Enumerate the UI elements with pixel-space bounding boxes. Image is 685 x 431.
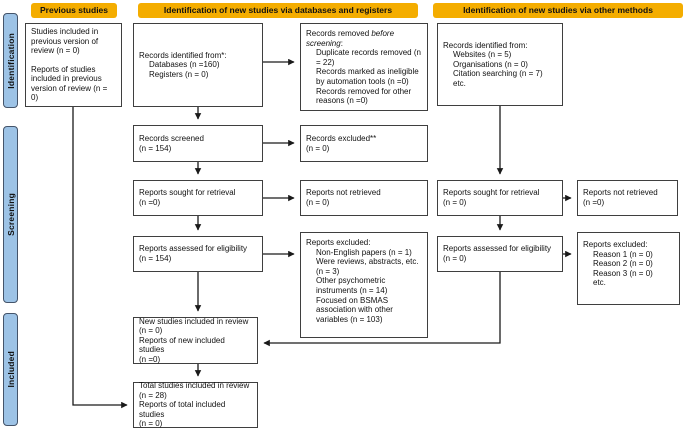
header-databases-registers: Identification of new studies via databa… <box>138 3 418 18</box>
header-label: Identification of new studies via other … <box>463 5 653 16</box>
box-line: (n =0) <box>139 198 161 207</box>
box-line: (n = 154) <box>139 143 172 153</box>
box-records-excluded: Records excluded** (n = 0) <box>300 125 428 162</box>
box-line: (n =0) <box>583 198 605 207</box>
list-item: Reason 2 (n = 0) <box>593 259 653 269</box>
box-previous-studies-included: Studies included in previous version of … <box>25 23 122 107</box>
box-records-identified-databases: Records identified from*: Databases (n =… <box>133 23 263 107</box>
box-reports-assessed-databases: Reports assessed for eligibility (n = 15… <box>133 236 263 272</box>
box-line: Reports assessed for eligibility <box>139 244 248 254</box>
box-total-studies-included: Total studies included in review (n = 28… <box>133 381 258 429</box>
arrow-previous-to-total <box>72 107 128 409</box>
box-reports-excluded-other: Reports excluded: Reason 1 (n = 0) Reaso… <box>577 232 680 305</box>
list-item: Organisations (n = 0) <box>453 59 528 69</box>
list-item: Other psychometric instruments (n = 14) <box>316 276 388 295</box>
list-item: Focused on BSMAS association with other … <box>316 295 393 324</box>
list-item: Registers (n = 0) <box>149 69 209 79</box>
header-label: Previous studies <box>39 5 109 16</box>
phase-tab-screening: Screening <box>3 126 18 303</box>
header-other-methods: Identification of new studies via other … <box>433 3 683 18</box>
box-line: (n = 0) <box>443 254 467 263</box>
box-reports-sought-other: Reports sought for retrieval (n = 0) <box>437 180 563 216</box>
box-records-identified-other: Records identified from: Websites (n = 5… <box>437 23 563 106</box>
box-line: (n =0) <box>139 354 161 364</box>
paragraph: Studies included in previous version of … <box>31 27 99 56</box>
heading-text: Records removed <box>306 29 372 38</box>
box-line: New studies included in review <box>139 316 249 326</box>
header-previous-studies: Previous studies <box>31 3 117 18</box>
paragraph: Reports of studies included in previous … <box>31 64 108 103</box>
list-item: Non-English papers (n = 1) <box>316 247 412 257</box>
box-line: (n = 0) <box>306 143 330 153</box>
phase-label: Screening <box>5 193 16 236</box>
list-item: Databases (n =160) <box>149 60 220 70</box>
list-item: Were reviews, abstracts, etc. (n = 3) <box>316 257 419 276</box>
phase-label: Identification <box>5 32 16 89</box>
blank-line <box>31 56 116 65</box>
box-line: (n = 0) <box>139 326 163 336</box>
box-line: Reports sought for retrieval <box>443 188 540 198</box>
box-line: (n = 0) <box>443 198 467 207</box>
list-item: Records marked as ineligible by automati… <box>316 67 419 86</box>
box-new-studies-included: New studies included in review (n = 0) R… <box>133 317 258 364</box>
box-line: Reports not retrieved <box>306 188 381 198</box>
box-line: (n = 0) <box>139 419 163 429</box>
list-item: Reason 3 (n = 0) <box>593 268 653 278</box>
box-heading: Reports excluded: <box>583 240 648 249</box>
list-item: Records removed for other reasons (n =0) <box>316 86 412 106</box>
heading-suffix: : <box>340 38 343 48</box>
box-line: Total studies included in review <box>139 381 250 391</box>
box-line: Reports sought for retrieval <box>139 188 236 198</box>
box-heading: Records identified from*: <box>139 50 227 60</box>
list-item: Citation searching (n = 7) <box>453 69 543 79</box>
list-item: Websites (n = 5) <box>453 50 512 60</box>
heading-italic: before screening <box>306 29 395 48</box>
box-reports-not-retrieved-other: Reports not retrieved (n =0) <box>577 180 678 216</box>
box-reports-assessed-other: Reports assessed for eligibility (n = 0) <box>437 236 563 272</box>
phase-label: Included <box>5 351 16 388</box>
box-heading: Records identified from: <box>443 40 528 50</box>
phase-tab-included: Included <box>3 313 18 426</box>
header-label: Identification of new studies via databa… <box>163 5 393 16</box>
box-line: Reports of total included studies <box>139 400 226 419</box>
box-line: (n = 0) <box>306 198 330 207</box>
box-records-screened: Records screened (n = 154) <box>133 125 263 162</box>
box-reports-excluded-databases: Reports excluded: Non-English papers (n … <box>300 232 428 338</box>
box-line: Records screened <box>139 133 204 143</box>
box-line: Reports of new included studies <box>139 335 225 355</box>
box-line: Records excluded** <box>306 133 377 143</box>
box-reports-sought-databases: Reports sought for retrieval (n =0) <box>133 180 263 216</box>
list-item: etc. <box>453 78 466 88</box>
box-heading: Records removed before screening: <box>306 29 422 48</box>
box-reports-not-retrieved-databases: Reports not retrieved (n = 0) <box>300 180 428 216</box>
list-item: Reason 1 (n = 0) <box>593 249 653 259</box>
list-item: etc. <box>593 278 606 288</box>
list-item: Duplicate records removed (n = 22) <box>316 48 421 67</box>
box-line: (n = 154) <box>139 254 172 263</box>
phase-tab-identification: Identification <box>3 13 18 108</box>
box-line: Reports not retrieved <box>583 188 658 198</box>
box-line: (n = 28) <box>139 390 167 400</box>
box-records-removed-before-screening: Records removed before screening: Duplic… <box>300 23 428 111</box>
box-heading: Reports excluded: <box>306 238 371 247</box>
box-line: Reports assessed for eligibility <box>443 244 552 254</box>
